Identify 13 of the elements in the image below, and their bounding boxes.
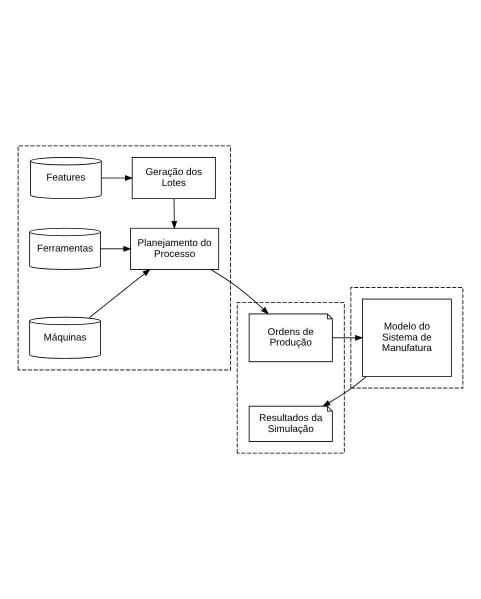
cluster (350, 287, 464, 388)
cluster (18, 145, 232, 370)
node-box: Planejamento do Processo (130, 228, 220, 270)
arrow (171, 198, 178, 230)
arrow (89, 268, 151, 318)
node-box: Geração dos Lotes (132, 157, 216, 200)
arrow (100, 246, 132, 252)
arrow (332, 334, 364, 341)
arrow (322, 376, 367, 407)
arrow (210, 269, 269, 315)
cluster (236, 302, 345, 454)
node-box: Modelo do Sistema de Manufatura (362, 298, 452, 377)
arrow (101, 175, 134, 181)
